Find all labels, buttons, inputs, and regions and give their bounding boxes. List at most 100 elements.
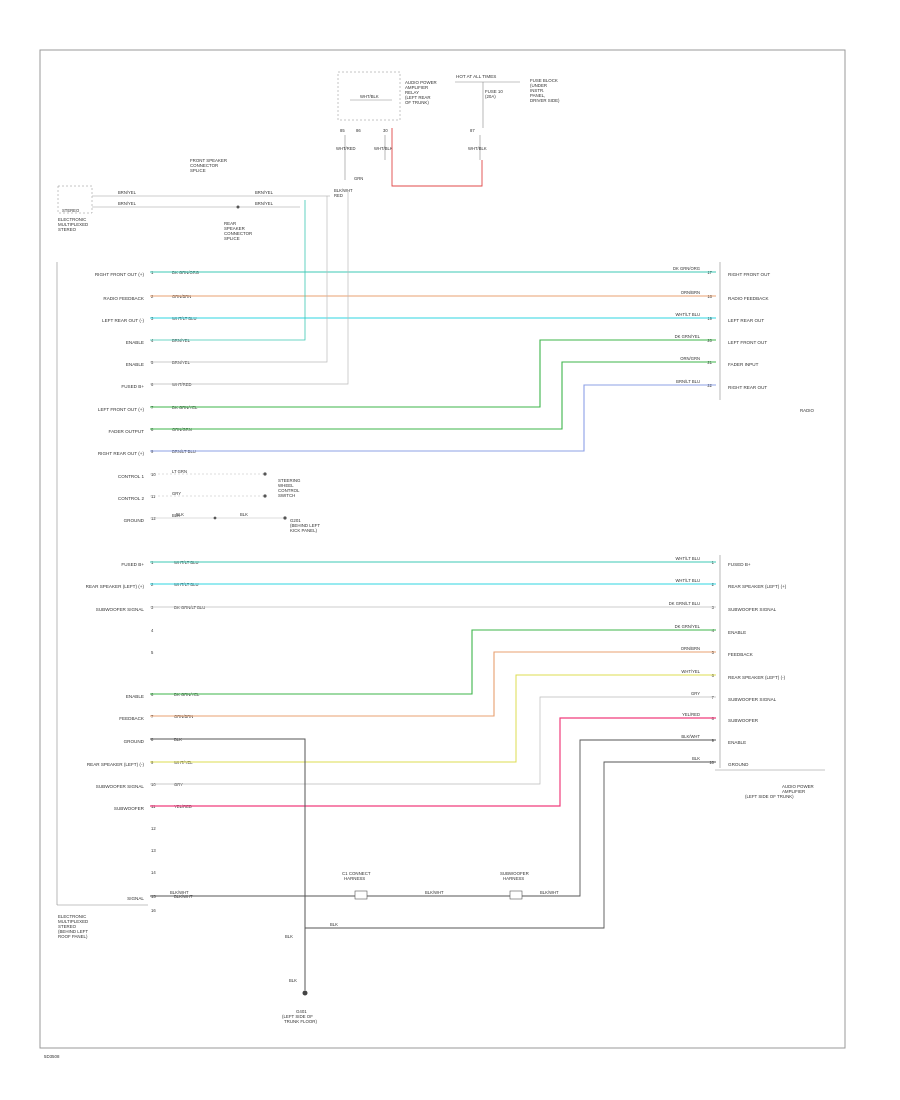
upper-right-wire-5: ORN/GRN [680, 356, 700, 361]
lower-right-pin-10: 10 [709, 760, 714, 765]
upper-left-label-10: CONTROL 1 [118, 474, 145, 479]
footer-code: 5D3508 [44, 1054, 60, 1059]
red-relay-wire [391, 128, 483, 187]
radio-module-label: RADIO [800, 408, 814, 413]
lower-left-label-15: SIGNAL [127, 896, 144, 901]
lower-left-pin-13: 13 [151, 848, 156, 853]
lower-left-label-1: FUSED B+ [121, 562, 144, 567]
upper-right-label-5: FADER INPUT [728, 362, 759, 367]
lower-right-pin-7: 7 [712, 695, 715, 700]
upper-left-pin-11: 11 [151, 494, 156, 499]
stereo-box-label: STEREO [62, 208, 80, 213]
wire-lower-enable [150, 629, 716, 695]
wire-lower-yellow [150, 674, 716, 763]
splice-node [236, 205, 240, 209]
lower-left-pin-14: 14 [151, 870, 156, 875]
lower-right-label-9: ENABLE [728, 740, 746, 745]
mid-connector-2 [509, 890, 523, 900]
lower-right-wire-3: DK GRN/LT BLU [669, 601, 700, 606]
lower-left-wire-15: BLK/WHT [174, 894, 193, 899]
upper-left-label-5: ENABLE [126, 362, 144, 367]
lower-left-wire-10: GRY [174, 782, 183, 787]
upper-right-wire-1: DK GRN/ORG [673, 266, 700, 271]
control-1-node [263, 472, 267, 476]
lower-left-pin-16: 16 [151, 908, 156, 913]
relay-wire-label-3: WHT/BLK [468, 146, 487, 151]
relay-wire-label-2: WHT/BLK [374, 146, 393, 151]
upper-right-label-6: RIGHT REAR OUT [728, 385, 767, 390]
wire-lower-gnd-right [305, 761, 716, 929]
lower-left-label-8: GROUND [124, 739, 145, 744]
upper-section: STEREO ELECTRONIC MULTIPLEXED STEREO FRO… [56, 158, 814, 906]
lower-right-wire-9: BLK/WHT [681, 734, 700, 739]
mid-wire-3: BLK/WHT [540, 890, 559, 895]
lower-right-label-10: GROUND [728, 762, 749, 767]
upper-left-label-4: ENABLE [126, 340, 144, 345]
fuse-note: FUSE 10 (20A) [485, 89, 504, 99]
lower-right-pin-3: 3 [712, 605, 715, 610]
upper-left-pin-5: 5 [151, 360, 154, 365]
lower-right-wire-1: WHT/LT BLU [675, 556, 700, 561]
lower-left-wire-3: DK GRN/LT BLU [174, 605, 205, 610]
ground-node [213, 516, 217, 520]
stereo-box [57, 185, 93, 214]
lower-left-label-6: ENABLE [126, 694, 144, 699]
mid-wire-1: BLK/WHT [170, 890, 189, 895]
lower-right-wire-7: GRY [691, 691, 700, 696]
upper-left-label-8: FADER OUTPUT [109, 429, 145, 434]
relay-ground-wire-label: BLK/WHT [334, 188, 353, 193]
steering-switch-note: STEERING WHEEL CONTROL SWITCH [278, 478, 302, 498]
wire-dk-grn-yel [150, 339, 716, 408]
lower-right-wire-2: WHT/LT BLU [675, 578, 700, 583]
upper-left-label-11: CONTROL 2 [118, 496, 145, 501]
mid-wire-2: BLK/WHT [425, 890, 444, 895]
wire-enable-2 [150, 196, 328, 363]
upper-right-wire-2: ORN/BRN [681, 290, 700, 295]
lower-left-label-7: FEEDBACK [119, 716, 145, 721]
upper-right-label-1: RIGHT FRONT OUT [728, 272, 770, 277]
lower-right-label-8: SUBWOOFER [728, 718, 759, 723]
upper-left-pin-12: 12 [151, 516, 156, 521]
upper-right-label-4: LEFT FRONT OUT [728, 340, 767, 345]
relay-pin-85: 85 [340, 128, 345, 133]
g401-ground-node [302, 990, 308, 996]
lower-right-label-5: FEEDBACK [728, 652, 754, 657]
lower-left-pin-10: 10 [151, 782, 156, 787]
ground-tag-2: BLK [240, 512, 248, 517]
splice-wire-4: BRN/YEL [255, 201, 274, 206]
top-section: HOT AT ALL TIMES WHT/BLK AUDIO POWER AMP… [334, 71, 560, 198]
lower-right-wire-8: YEL/RED [682, 712, 700, 717]
lower-right-label-6: REAR SPEAKER (LEFT) (-) [728, 675, 786, 680]
upper-left-label-2: RADIO FEEDBACK [103, 296, 145, 301]
relay-grn-tag: GRN [354, 176, 363, 181]
upper-left-pin-4: 4 [151, 338, 154, 343]
ground-end-node [283, 516, 287, 520]
lower-left-module-note: ELECTRONIC MULTIPLEXED STEREO (BEHIND LE… [58, 914, 89, 939]
relay-pin-30: 30 [383, 128, 388, 133]
ground-g201-note: G201 (BEHIND LEFT KICK PANEL) [290, 518, 321, 533]
upper-left-label-1: RIGHT FRONT OUT (+) [95, 272, 145, 277]
mid-connector-1 [354, 890, 368, 900]
wire-fused-b [150, 190, 349, 385]
wire-lower-blk-wht [150, 739, 716, 897]
upper-left-pin-10: 10 [151, 472, 156, 477]
lower-left-pin-15: 15 [151, 894, 156, 899]
lower-right-wire-10: BLK [692, 756, 700, 761]
lower-ground-tag: BLK [285, 934, 293, 939]
wire-brn-lt-blu [150, 384, 716, 452]
g401-note: G401 (LEFT SIDE OF TRUNK FLOOR) [282, 1009, 317, 1024]
upper-left-wire-11: GRY [172, 491, 181, 496]
lower-right-wire-6: WHT/YEL [681, 669, 700, 674]
upper-left-wire-5: BRN/YEL [172, 360, 191, 365]
lower-right-wire-4: DK GRN/YEL [675, 624, 701, 629]
upper-left-label-7: LEFT FRONT OUT (+) [98, 407, 145, 412]
lower-right-label-7: SUBWOOFER SIGNAL [728, 697, 777, 702]
mid-conn-1-note: C1 CONNECT HARNESS [342, 871, 372, 881]
upper-left-label-3: LEFT REAR OUT (-) [102, 318, 144, 323]
relay-wire-label-1: WHT/RED [336, 146, 356, 151]
